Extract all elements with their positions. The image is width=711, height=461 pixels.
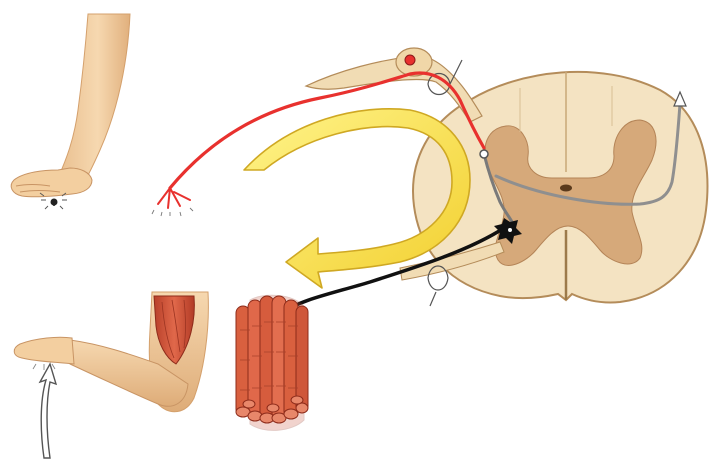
lower-hand [14,337,74,364]
receptor-stimulus-marks [152,208,193,216]
upper-forearm [58,14,130,182]
upper-hand [11,168,92,197]
sensory-receptor-endings [158,188,190,208]
upward-arrow-icon [40,364,56,458]
upper-arm-touching-stimulus [11,14,130,209]
muscle-fiber-bundle [236,295,308,430]
sensory-cell-body [405,55,415,65]
lower-arm-withdrawing [14,292,208,458]
central-canal [560,185,572,192]
ascending-tract-arrowhead [674,92,686,106]
